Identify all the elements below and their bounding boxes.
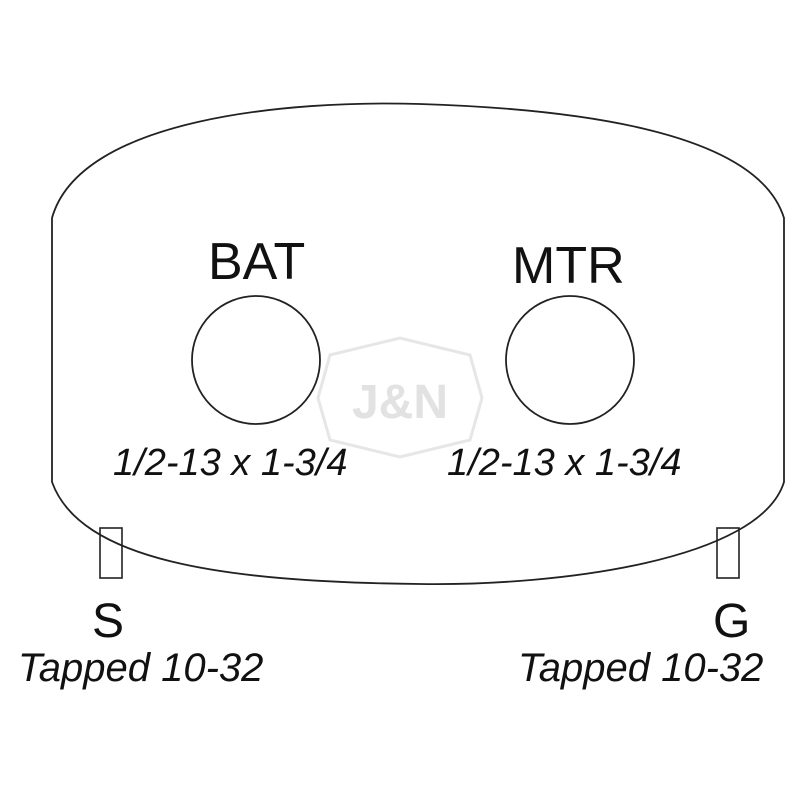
s-pin-label: S — [92, 595, 125, 648]
g-pin-stub — [716, 527, 740, 579]
solenoid-body — [51, 102, 785, 585]
g-pin-label: G — [713, 595, 751, 648]
bat-terminal-hole — [191, 295, 321, 425]
watermark-logo: J&N — [316, 336, 484, 459]
bat-thread-spec: 1/2-13 x 1-3/4 — [113, 442, 348, 484]
mtr-terminal-hole — [505, 295, 635, 425]
mtr-thread-spec: 1/2-13 x 1-3/4 — [447, 442, 682, 484]
bat-label: BAT — [208, 233, 306, 291]
s-pin-stub — [99, 527, 123, 579]
watermark-text: J&N — [352, 376, 448, 429]
mtr-label: MTR — [512, 237, 625, 295]
s-pin-spec: Tapped 10-32 — [18, 646, 264, 690]
g-pin-spec: Tapped 10-32 — [518, 646, 764, 690]
